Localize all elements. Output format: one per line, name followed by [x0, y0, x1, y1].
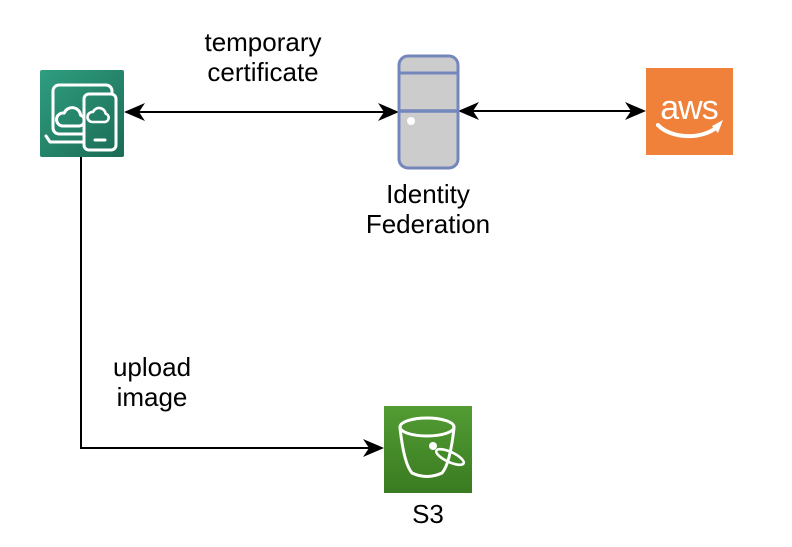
edge-label-line: image [116, 382, 188, 412]
aws-logo: aws [646, 68, 733, 155]
node-label-line: Federation [365, 209, 491, 239]
phone-icon [82, 92, 118, 152]
node-label-identity-federation: Identity Federation [318, 179, 538, 239]
edge-client-s3 [80, 157, 384, 457]
server-led-dot [407, 117, 415, 125]
edge-identity-federation-aws [458, 102, 646, 120]
edge-label-line: upload [112, 352, 192, 382]
node-label-s3: S3 [412, 499, 444, 529]
aws-smile-arrow-tip [712, 120, 723, 133]
bucket-handle-pivot [429, 442, 437, 450]
cloud-icon-small [86, 106, 110, 124]
aws-smile-icon [656, 123, 719, 139]
edge-client-identity-federation [124, 103, 399, 121]
edge-label-line: certificate [207, 57, 319, 87]
bucket-body [398, 426, 456, 478]
laptop-base [44, 134, 98, 144]
aws-logo-text: aws [660, 89, 717, 127]
edge-label-upload-image: upload image [62, 352, 242, 412]
s3-bucket-icon [384, 406, 472, 493]
edge-label-temporary-certificate: temporary certificate [133, 27, 393, 87]
edge-label-line: temporary [204, 27, 322, 57]
server-icon [397, 54, 460, 170]
mobile-client-icon [40, 70, 124, 157]
node-label-line: Identity [386, 179, 470, 209]
bucket-handle [434, 447, 466, 467]
